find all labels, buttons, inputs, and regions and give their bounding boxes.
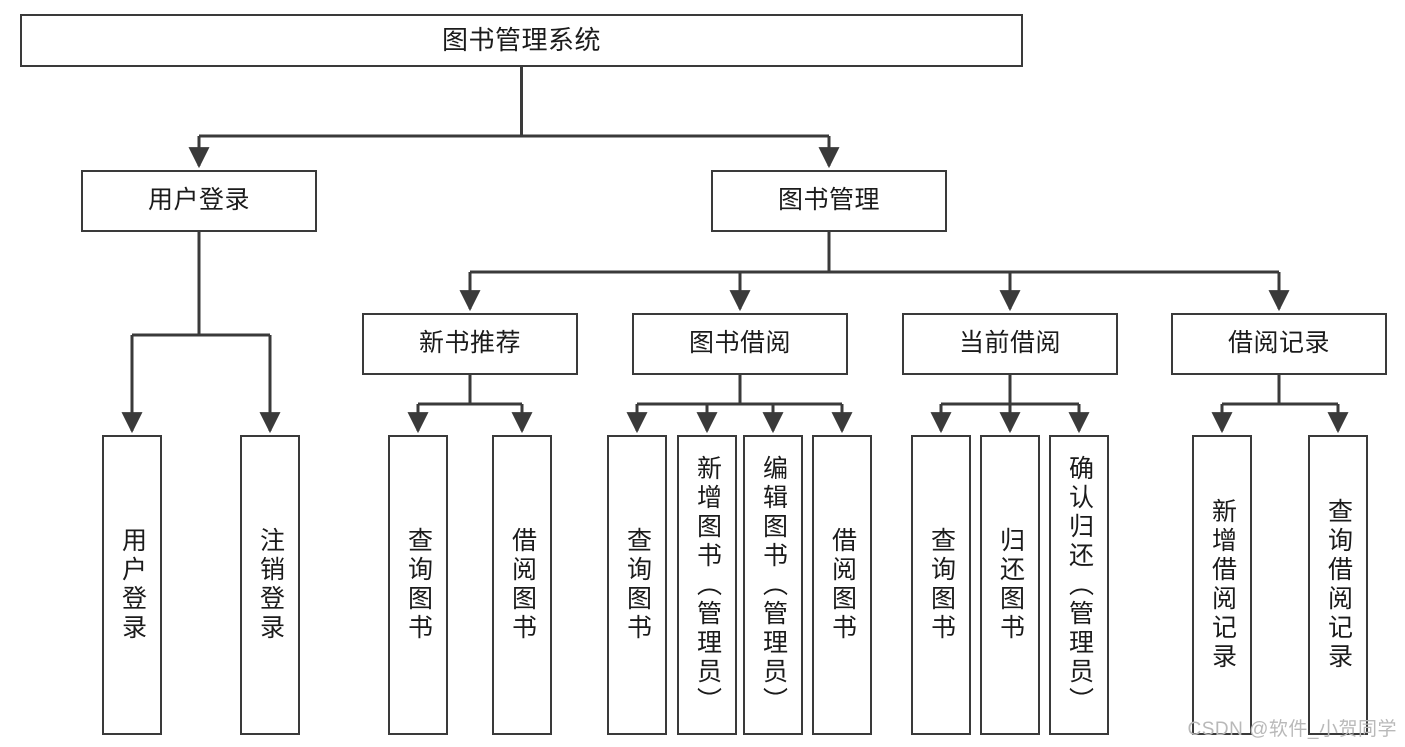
node-label: 用户登录 [147,186,250,215]
leaf-user-login[interactable]: 用户登录 [102,435,162,735]
node-new-book-recommendation[interactable]: 新书推荐 [362,313,578,375]
node-label: 归还图书 [996,527,1025,643]
node-root-library-management-system[interactable]: 图书管理系统 [20,14,1023,67]
leaf-logout[interactable]: 注销登录 [240,435,300,735]
node-label: 查询图书 [927,527,956,643]
node-label: 借阅图书 [508,527,537,643]
node-label: 新增借阅记录 [1208,498,1237,672]
leaf-borrow-book[interactable]: 借阅图书 [812,435,872,735]
node-label: 查询图书 [623,527,652,643]
node-user-login[interactable]: 用户登录 [81,170,317,232]
node-label: 用户登录 [118,527,147,643]
node-current-borrowing[interactable]: 当前借阅 [902,313,1118,375]
leaf-confirm-return-admin[interactable]: 确认归还（管理员） [1049,435,1109,735]
node-label: 借阅记录 [1227,329,1330,358]
node-label: 注销登录 [256,527,285,643]
leaf-borrow-book-newbook[interactable]: 借阅图书 [492,435,552,735]
leaf-return-book[interactable]: 归还图书 [980,435,1040,735]
node-label: 编辑图书（管理员） [759,454,788,716]
leaf-add-borrow-record[interactable]: 新增借阅记录 [1192,435,1252,735]
leaf-edit-book-admin[interactable]: 编辑图书（管理员） [743,435,803,735]
leaf-query-borrow-record[interactable]: 查询借阅记录 [1308,435,1368,735]
leaf-query-book-newbook[interactable]: 查询图书 [388,435,448,735]
leaf-add-book-admin[interactable]: 新增图书（管理员） [677,435,737,735]
leaf-query-book-current[interactable]: 查询图书 [911,435,971,735]
node-book-management[interactable]: 图书管理 [711,170,947,232]
node-label: 图书管理系统 [441,25,601,56]
node-label: 图书借阅 [688,329,791,358]
node-label: 查询图书 [404,527,433,643]
node-label: 查询借阅记录 [1324,498,1353,672]
node-book-borrowing[interactable]: 图书借阅 [632,313,848,375]
node-label: 新书推荐 [418,329,521,358]
node-label: 确认归还（管理员） [1065,454,1094,716]
node-label: 当前借阅 [958,329,1061,358]
node-label: 借阅图书 [828,527,857,643]
node-label: 新增图书（管理员） [693,454,722,716]
leaf-query-book-borrow[interactable]: 查询图书 [607,435,667,735]
node-label: 图书管理 [777,186,880,215]
node-borrowing-record[interactable]: 借阅记录 [1171,313,1387,375]
